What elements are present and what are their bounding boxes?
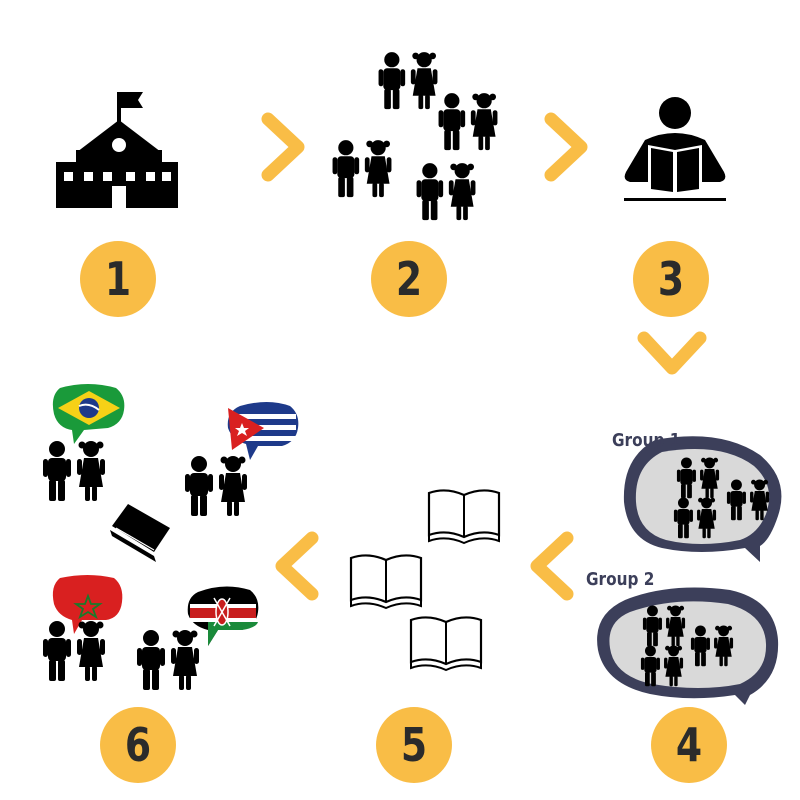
step-number-3: 3 (633, 241, 709, 317)
kenya-flag-icon (187, 586, 259, 646)
children-pairs-icon (333, 52, 498, 220)
step-number-4: 4 (651, 707, 727, 783)
step-number-2-text: 2 (395, 252, 423, 306)
arrow-right-icon (268, 119, 298, 175)
arrow-left-icon (537, 538, 567, 594)
step-number-6-text: 6 (124, 718, 152, 772)
step-number-2: 2 (371, 241, 447, 317)
step-number-6: 6 (100, 707, 176, 783)
children-pairs-step6 (43, 441, 247, 690)
arrow-down-icon (644, 338, 700, 368)
group2-bubble (597, 587, 779, 705)
teacher-reading-icon (624, 97, 726, 201)
step-number-5-text: 5 (400, 718, 428, 772)
step-number-3-text: 3 (657, 252, 685, 306)
group1-label: Group 1 (612, 430, 681, 451)
cuba-flag-icon (227, 402, 299, 460)
brazil-flag-icon (52, 384, 125, 444)
group2-label: Group 2 (586, 569, 655, 590)
school-building-icon (56, 92, 178, 208)
group1-bubble (623, 436, 782, 562)
step-number-4-text: 4 (675, 718, 703, 772)
morocco-flag-icon (52, 575, 123, 634)
arrow-left-icon (282, 538, 312, 594)
step-number-5: 5 (376, 707, 452, 783)
step-number-1-text: 1 (104, 252, 132, 306)
step-number-1: 1 (80, 241, 156, 317)
arrow-right-icon (551, 119, 581, 175)
open-books-icon (349, 489, 501, 672)
closed-book-icon (110, 504, 170, 562)
